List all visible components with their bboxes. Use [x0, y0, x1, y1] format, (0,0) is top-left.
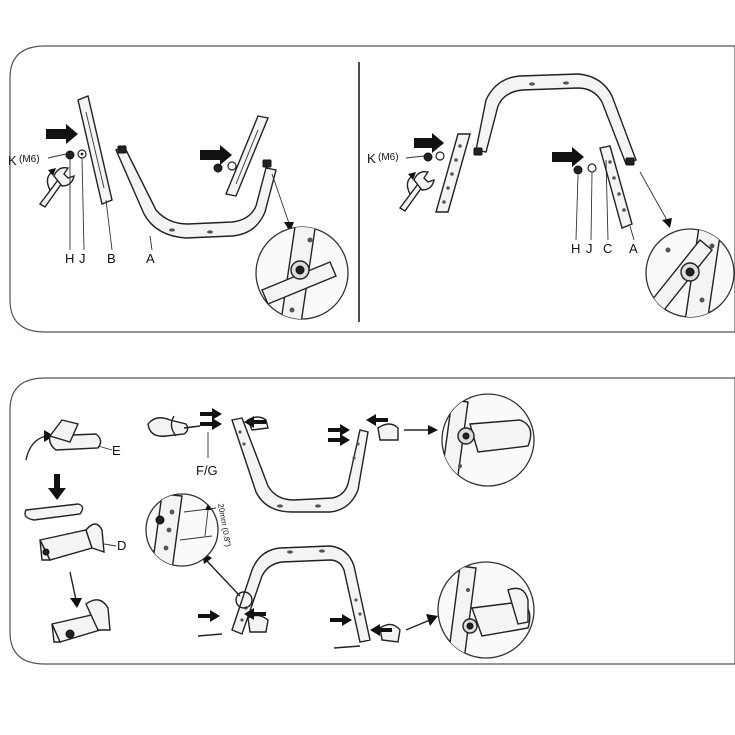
step2-panel [9, 377, 735, 665]
label-k: K [8, 153, 17, 168]
step1-right-assembly: K (M6) H J C A [367, 73, 735, 318]
zoom-detail [645, 228, 735, 318]
frame-bottom-step2 [197, 545, 535, 659]
nut-h [65, 150, 75, 160]
label-e: E [112, 443, 121, 458]
wrench-icon [38, 166, 75, 208]
step1-left-assembly: K (M6) H J B A [8, 95, 349, 320]
push-arrow [46, 124, 78, 144]
zoom-detail [255, 226, 349, 320]
zoom-detail [437, 561, 535, 659]
label-a: A [629, 241, 638, 256]
label-k-size: (M6) [19, 154, 40, 165]
wrench-icon [398, 170, 435, 212]
step1-panel [9, 45, 735, 333]
label-h: H [571, 241, 580, 256]
label-fg: F/G [196, 463, 218, 478]
label-j: J [586, 241, 593, 256]
push-arrow [200, 145, 232, 165]
down-arrow [48, 474, 66, 500]
label-k: K [367, 151, 376, 166]
label-h: H [65, 251, 74, 266]
label-a: A [146, 251, 155, 266]
label-k-size: (M6) [378, 152, 399, 163]
label-b: B [107, 251, 116, 266]
label-d: D [117, 538, 126, 553]
hand-icon [147, 415, 201, 437]
label-j: J [79, 251, 86, 266]
bracket-c [599, 145, 633, 229]
frame-a [115, 145, 277, 239]
footrest-assembly: E D [24, 419, 126, 643]
label-c: C [603, 241, 612, 256]
